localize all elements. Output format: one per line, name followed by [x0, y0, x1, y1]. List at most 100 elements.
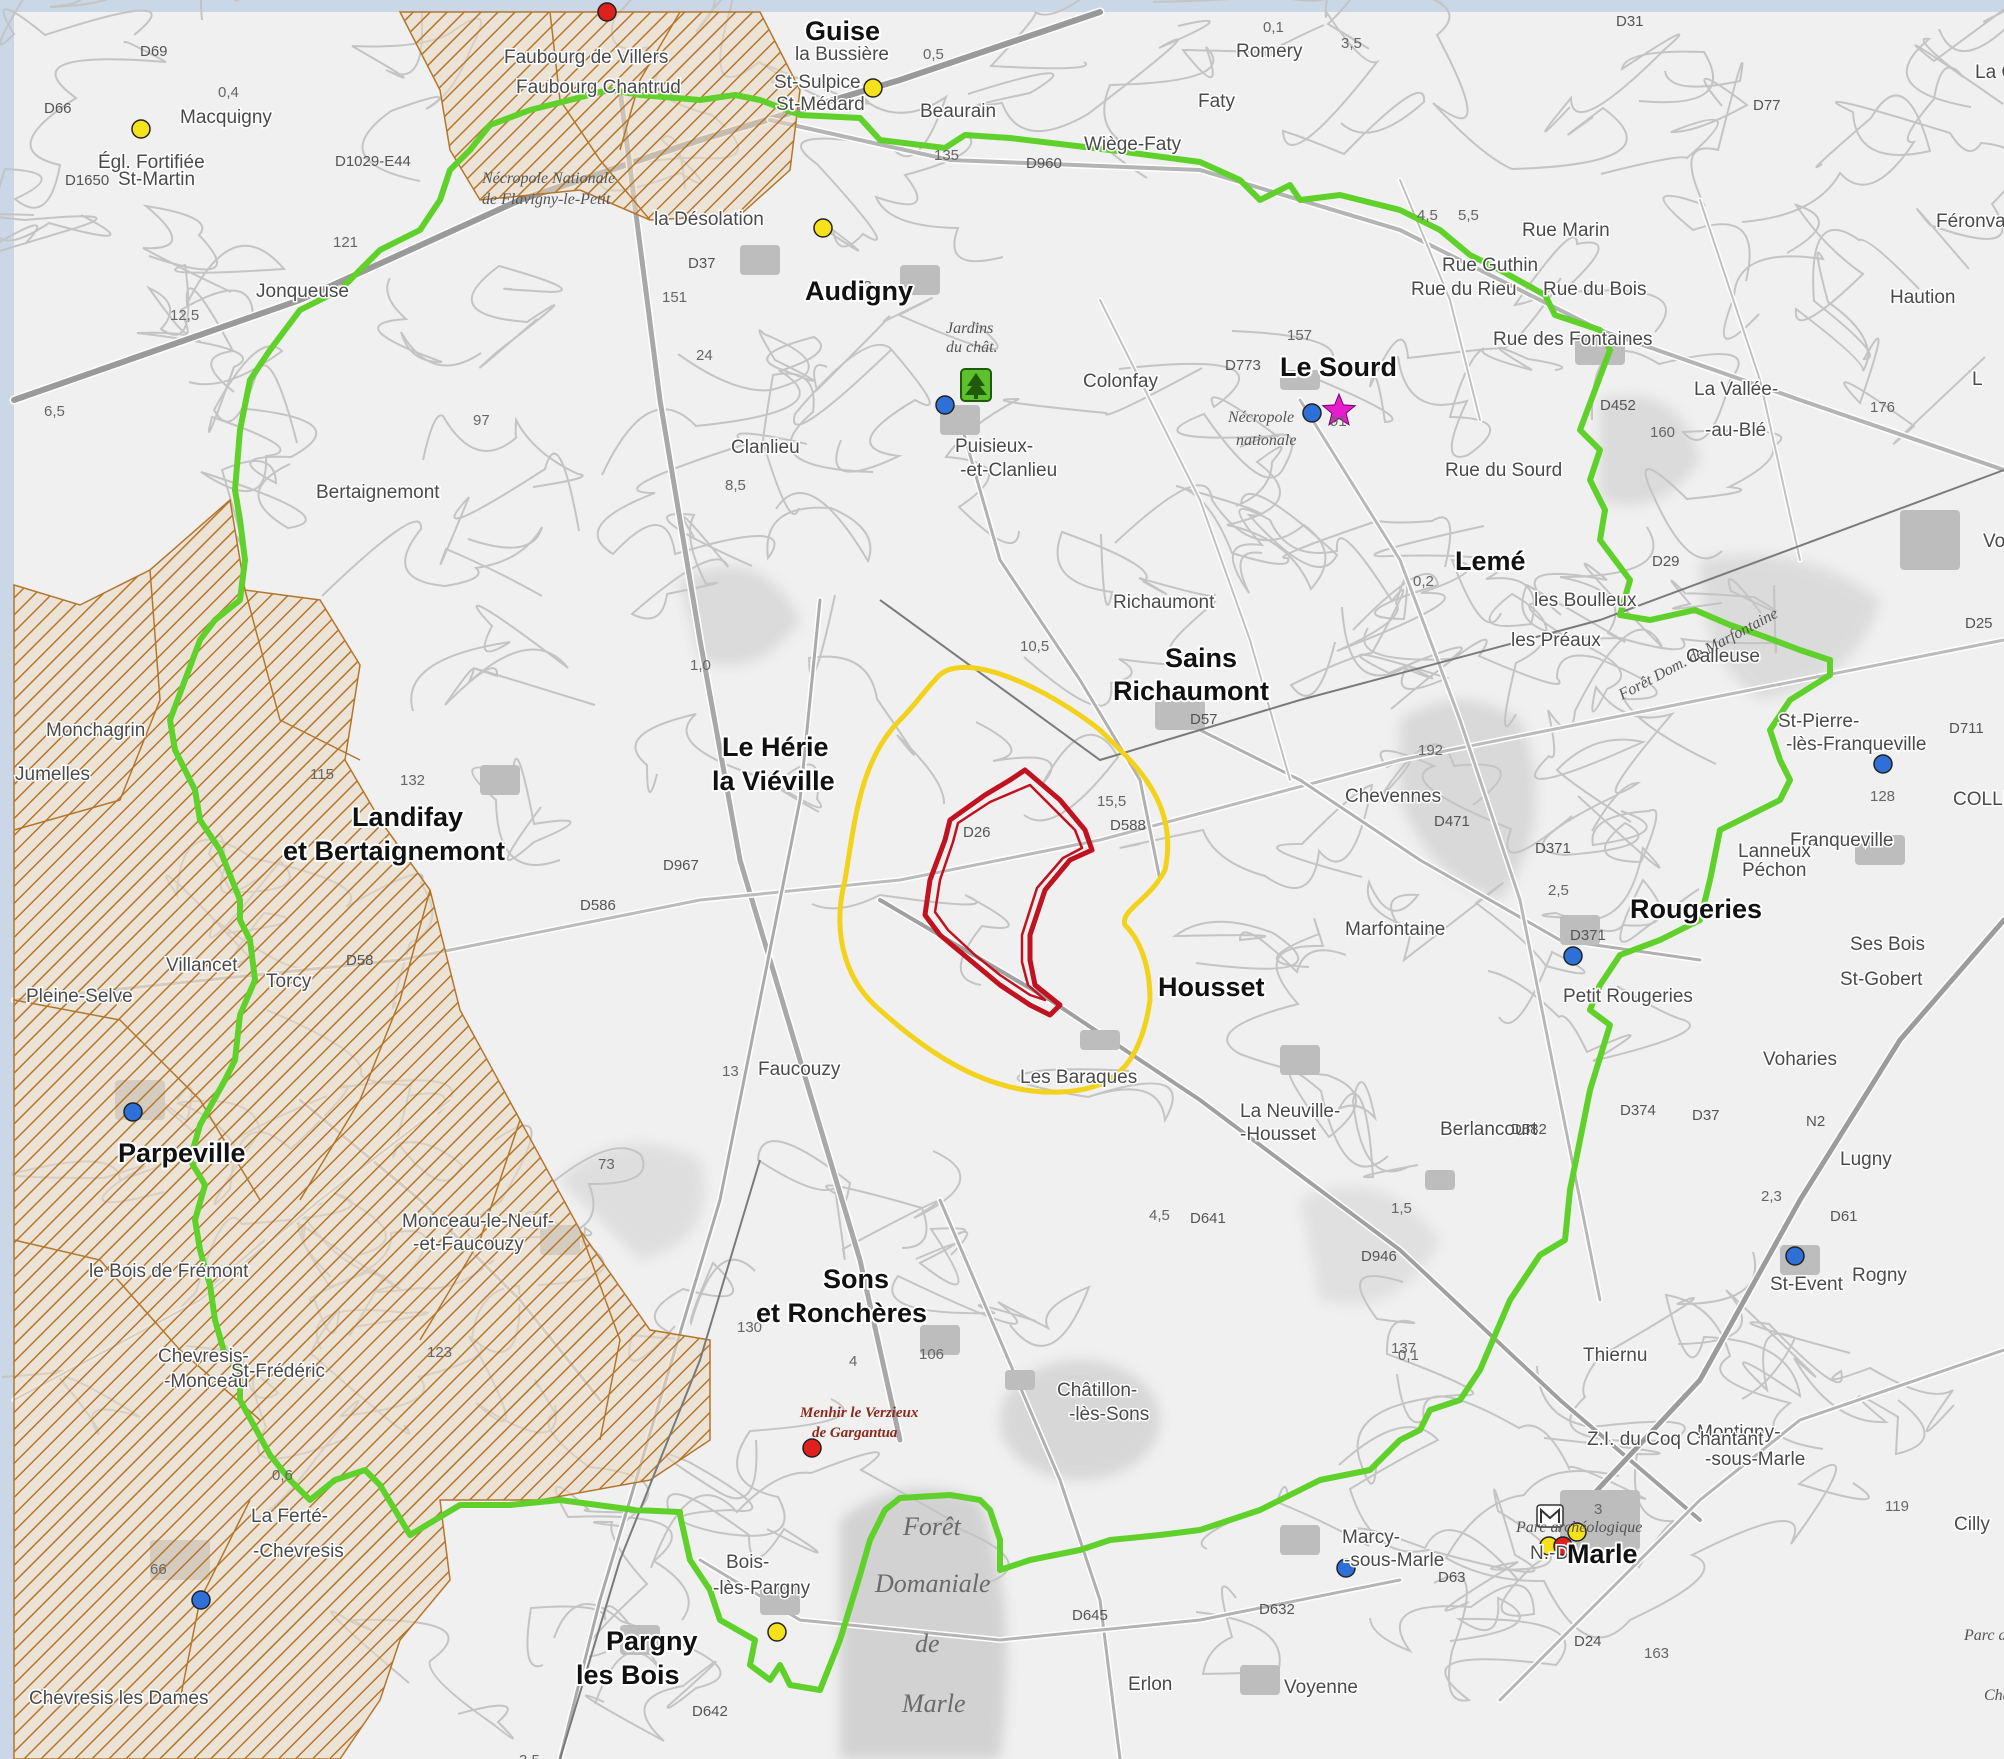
road-label: D37 [688, 255, 716, 272]
minor-place-label: La Ferté- [251, 1506, 328, 1527]
place-label-herie-1: Le Hérie [722, 732, 829, 762]
contour-line [1444, 1464, 1870, 1639]
contour-line [1338, 1426, 1552, 1612]
minor-place-label: L [1972, 369, 1983, 390]
menhir-label: Menhir le Verzieux [799, 1405, 919, 1421]
project-site-inner-outline [933, 783, 1084, 1002]
minor-place-label: Erlon [1128, 1674, 1172, 1695]
contour-line [1016, 1068, 1174, 1124]
yellow-point-marker[interactable] [863, 78, 883, 98]
yellow-point-marker[interactable] [767, 1622, 787, 1642]
village-block [1155, 700, 1205, 730]
contour-line [1512, 236, 1667, 333]
contour-line [1369, 1522, 1583, 1654]
minor-place-label: Bois- [726, 1552, 769, 1573]
yellow-point-marker[interactable] [813, 218, 833, 238]
red-point-marker[interactable] [802, 1438, 822, 1458]
map-markers[interactable] [123, 2, 1893, 1642]
minor-place-label: Richaumont [1113, 592, 1215, 613]
village-block [620, 1625, 660, 1655]
minor-place-label: Beaurain [920, 101, 996, 122]
contour-line [975, 721, 1120, 822]
contour-line [136, 331, 307, 530]
italic-label: Parc archéologique [1515, 1519, 1642, 1536]
italic-label: Jardins [946, 320, 993, 337]
star-marker-icon[interactable] [1321, 392, 1357, 426]
village-block [1280, 1045, 1320, 1075]
contour-line [377, 277, 482, 367]
minor-place-label: Calleuse [1686, 646, 1760, 667]
minor-place-label: Marcy- [1342, 1527, 1400, 1548]
minor-place-label: Voyenne [1284, 1677, 1358, 1698]
numeric-label: 4 [849, 1353, 857, 1370]
yellow-point-marker[interactable] [131, 119, 151, 139]
numeric-label: 66 [150, 1561, 167, 1578]
village-block [1855, 835, 1905, 865]
minor-place-label: Les Baraques [1020, 1067, 1137, 1088]
tree-icon[interactable] [960, 368, 992, 402]
terrain-shading [560, 396, 1880, 1759]
road-label: D967 [663, 857, 699, 874]
minor-place-label: Rue du Rieu [1411, 279, 1517, 300]
numeric-label: 130 [737, 1319, 762, 1336]
minor-place-label: -Chevresis [253, 1541, 344, 1562]
museum-icon[interactable] [1536, 1504, 1564, 1528]
road [1178, 718, 1702, 962]
minor-place-label: Rue du Bois [1543, 279, 1647, 300]
road [558, 598, 822, 1759]
village-block [1560, 915, 1600, 945]
minor-place-label: N.-D. [1530, 1543, 1574, 1564]
numeric-label: 15,5 [1097, 793, 1126, 810]
road-label: D25 [1965, 615, 1993, 632]
contour-line [0, 40, 167, 242]
contour-line [1664, 1293, 1824, 1450]
minor-place-label: Berlancourt [1440, 1119, 1538, 1140]
contour-line [1326, 0, 1628, 171]
red-point-marker[interactable] [597, 2, 617, 22]
minor-place-label: Rue du Sourd [1445, 460, 1562, 481]
contour-line [1102, 24, 1325, 179]
road-label: D371 [1570, 927, 1606, 944]
contour-line [761, 372, 874, 515]
village-block [920, 1325, 960, 1355]
outer-study-perimeter [167, 87, 1833, 1693]
numeric-label: 106 [919, 1346, 944, 1363]
numeric-label: 192 [1418, 742, 1443, 759]
blue-point-marker[interactable] [1873, 754, 1893, 774]
blue-point-marker[interactable] [1563, 946, 1583, 966]
place-label-pargny-2: les Bois [576, 1660, 680, 1690]
contour-line [1600, 77, 1749, 175]
minor-place-label: Vo [1983, 531, 2004, 552]
blue-point-marker[interactable] [935, 395, 955, 415]
minor-place-label: -et-Clanlieu [960, 460, 1057, 481]
blue-point-marker[interactable] [1336, 1558, 1356, 1578]
contour-line [1521, 526, 1778, 654]
minor-place-label: Faubourg Chantrud [516, 77, 681, 98]
blue-point-marker[interactable] [191, 1590, 211, 1610]
minor-place-label: la Désolation [654, 209, 764, 230]
commune-boundary [299, 889, 431, 1201]
forest-label: de [915, 1629, 940, 1658]
place-label-landifay-1: Landifay [352, 802, 463, 832]
numeric-label: 160 [1650, 424, 1675, 441]
road-label: D37 [1692, 1107, 1720, 1124]
italic-label: Nécropole Nationale [481, 170, 615, 187]
yellow-point-marker[interactable] [1567, 1522, 1587, 1542]
contour-line [142, 204, 232, 293]
minor-place-label: Chevennes [1345, 786, 1441, 807]
blue-point-marker[interactable] [1785, 1246, 1805, 1266]
blue-point-marker[interactable] [1302, 403, 1322, 423]
tree-icon-glyph [965, 373, 987, 395]
minor-place-label: Thiernu [1583, 1345, 1647, 1366]
minor-place-label: Puisieux- [955, 436, 1033, 457]
blue-point-marker[interactable] [123, 1102, 143, 1122]
numeric-label: 115 [310, 766, 334, 783]
contour-line [1175, 485, 1452, 568]
numeric-label: 151 [662, 289, 687, 306]
red-point-marker[interactable] [1553, 1536, 1573, 1556]
contour-line [422, 414, 584, 488]
minor-place-label: les Préaux [1511, 630, 1601, 651]
